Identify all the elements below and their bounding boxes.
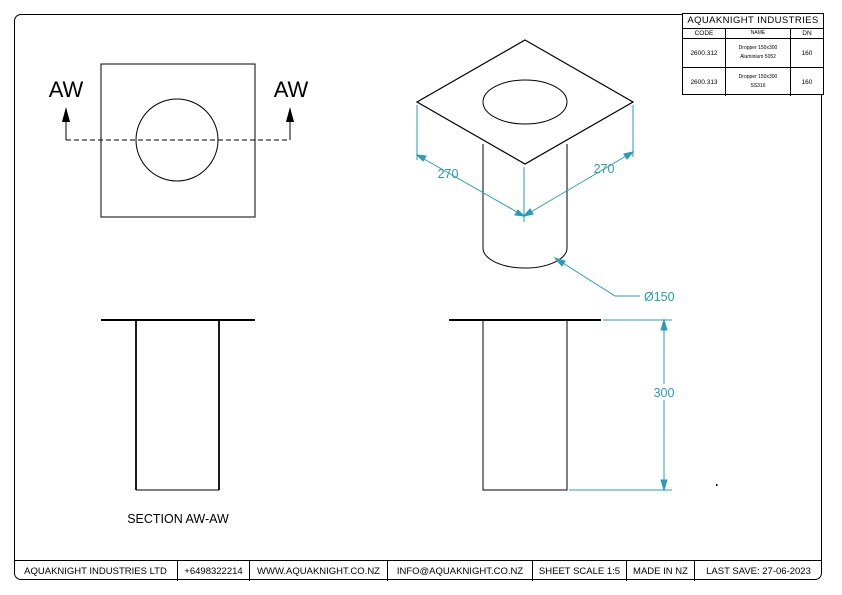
- title-block-header: CODE NAME DN: [683, 29, 823, 39]
- footer-scale: SHEET SCALE 1:5: [533, 561, 627, 581]
- dim-width-left: 270: [438, 167, 459, 181]
- section-view: [101, 319, 255, 491]
- dim-line-left: [416, 154, 525, 217]
- dim-arrow: [660, 318, 668, 331]
- elevation-body: [482, 319, 568, 491]
- sheet-border: [14, 14, 822, 580]
- footer-phone: +6498322214: [178, 561, 250, 581]
- section-caption: SECTION AW-AW: [127, 512, 229, 526]
- dim-line-right: [523, 151, 634, 217]
- isometric-view: [415, 39, 635, 269]
- elevation-view: [449, 319, 601, 491]
- row-code: 2600.312: [683, 39, 726, 67]
- row-name: Dropper 150x300 SS316: [726, 68, 791, 96]
- dim-arrow: [623, 151, 635, 160]
- footer-email: INFO@AQUAKNIGHT.CO.NZ: [388, 561, 533, 581]
- header-dn: DN: [802, 30, 812, 37]
- iso-plate: [415, 39, 635, 165]
- dim-arrow: [415, 154, 427, 162]
- iso-hole: [482, 79, 568, 125]
- section-marker-left: AW: [49, 77, 84, 102]
- dim-arrow: [522, 208, 534, 217]
- row-name-line1: Dropper 150x300: [738, 74, 778, 80]
- table-row: 2600.313 Dropper 150x300 SS316 160: [683, 68, 823, 96]
- dim-width-right: 270: [594, 162, 615, 176]
- top-view: [62, 63, 294, 218]
- footer-website: WWW.AQUAKNIGHT.CO.NZ: [250, 561, 388, 581]
- row-name-line2: SS316: [750, 83, 766, 89]
- row-name: Dropper 150x300 Aluminium 5052: [726, 39, 791, 67]
- iso-dimensions: [415, 105, 640, 297]
- row-code: 2600.313: [683, 68, 726, 96]
- iso-cylinder: [482, 144, 568, 269]
- title-block: AQUAKNIGHT INDUSTRIES CODE NAME DN 2600.…: [682, 13, 824, 96]
- header-code: CODE: [683, 29, 726, 38]
- title-block-company: AQUAKNIGHT INDUSTRIES: [683, 14, 823, 29]
- arrowhead-left: [62, 107, 70, 122]
- footer-last-save: LAST SAVE: 27-06-2023: [706, 565, 811, 577]
- row-dn: 160: [801, 78, 813, 86]
- row-name-line1: Dropper 150x300: [738, 45, 778, 51]
- leader-arrow: [553, 257, 566, 267]
- dim-arrow: [660, 479, 668, 492]
- arrowhead-right: [286, 107, 294, 122]
- row-dn: 160: [801, 49, 813, 57]
- table-row: 2600.312 Dropper 150x300 Aluminium 5052 …: [683, 39, 823, 68]
- footer-company: AQUAKNIGHT INDUSTRIES LTD: [14, 561, 178, 581]
- row-name-line2: Aluminium 5052: [740, 54, 776, 60]
- diameter-leader: [554, 257, 640, 297]
- dim-height-bg: [650, 384, 678, 400]
- footer-bar: AQUAKNIGHT INDUSTRIES LTD +6498322214 WW…: [14, 560, 822, 581]
- header-name: NAME: [726, 29, 791, 38]
- dim-arrow: [514, 209, 526, 217]
- section-marker-right: AW: [274, 77, 309, 102]
- footer-origin: MADE IN NZ: [627, 561, 695, 581]
- dim-diameter: Ø150: [644, 290, 675, 304]
- height-dimension: [569, 318, 672, 492]
- dim-height: 300: [654, 386, 675, 400]
- stray-mark: [716, 484, 718, 486]
